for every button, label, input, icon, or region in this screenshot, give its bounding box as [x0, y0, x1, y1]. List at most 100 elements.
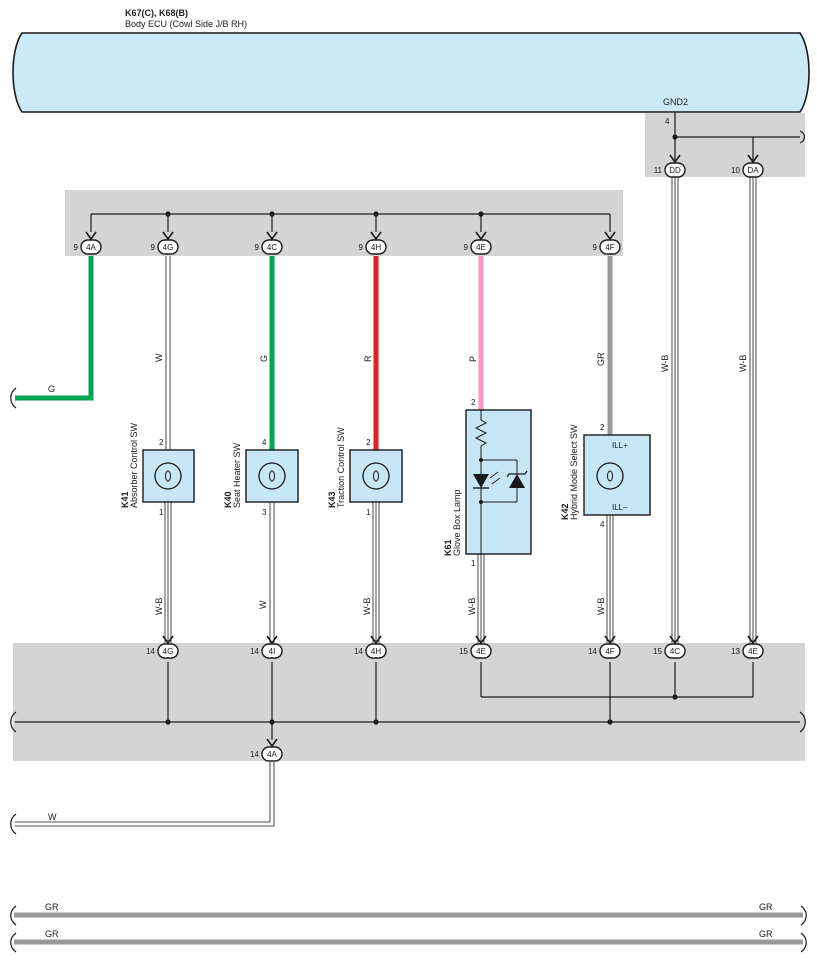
wire-wb-k41-bot: [164, 502, 172, 643]
gr-label-2-right: GR: [759, 929, 773, 939]
connector-code: 4F: [605, 243, 614, 252]
connector-bottom-4h-2[interactable]: 4H 14: [354, 635, 387, 659]
connector-arrow-icon: [266, 738, 278, 748]
connector-pin: 15: [653, 647, 662, 656]
connector-arrow-icon: [370, 231, 382, 241]
connector-pin: 9: [151, 243, 156, 252]
connector-arrow-icon: [747, 635, 759, 645]
k42-pin-top: 2: [600, 423, 605, 432]
connector-top-4h-3[interactable]: 4H9: [359, 231, 387, 255]
k42-lamp-icon: [596, 462, 624, 490]
connector-badge: [365, 643, 387, 659]
connector-arrow-icon: [747, 154, 759, 164]
bottom-bus-splice-dots: [165, 694, 678, 725]
k42-pin-bot: 4: [600, 520, 605, 529]
connector-pin: 14: [354, 647, 363, 656]
connector-pin: 9: [255, 243, 260, 252]
wire-label-p-k61: P: [468, 356, 478, 362]
connector-arrow-icon: [370, 635, 382, 645]
gnd-splice-dot: [672, 134, 678, 140]
wire-w-k40-bot: [269, 502, 275, 643]
wire-label-r-k43: R: [363, 355, 373, 362]
connector-bottom-4f-4[interactable]: 4F 14: [588, 635, 621, 659]
gr-label-1-right: GR: [759, 902, 773, 912]
connector-pin: 14: [588, 647, 597, 656]
wire-label-wb-k41: W-B: [154, 598, 164, 615]
wire-break-left-g: [10, 387, 17, 409]
wire-wb-dd: [671, 177, 679, 643]
gr-label-2-left: GR: [45, 929, 59, 939]
connector-top-4f-5[interactable]: 4F 9: [593, 231, 621, 255]
wire-label-wb-da: W-B: [738, 355, 748, 372]
k61-node-top: [479, 458, 483, 462]
wire-label-g-k40: G: [259, 355, 269, 362]
k43-name: Traction Control SW: [336, 427, 346, 508]
connector-top-4a-0[interactable]: 4A9: [74, 231, 102, 255]
connector-top-4e-4[interactable]: 4E9: [464, 231, 492, 255]
connector-code: 4H: [371, 647, 381, 656]
k42-ill-minus: ILL–: [612, 503, 628, 512]
connector-arrow-icon: [162, 231, 174, 241]
k40-lamp-icon: [258, 462, 286, 490]
wire-wb-da: [749, 177, 757, 643]
ecu-code: K67(C), K68(B): [125, 8, 188, 18]
body-ecu-box: [12, 32, 810, 113]
k43-traction-control-sw[interactable]: [349, 449, 403, 503]
k41-absorber-control-sw[interactable]: [142, 449, 195, 503]
connector-top-4g-1[interactable]: 4G 9: [151, 231, 179, 255]
wire-label-wb-dd: W-B: [660, 355, 670, 372]
connector-code: 4F: [605, 647, 614, 656]
connector-arrow-icon: [604, 231, 616, 241]
connector-code: 4H: [371, 243, 381, 252]
k61-pin-top: 2: [471, 398, 476, 407]
k40-code: K40: [223, 491, 233, 508]
connector-code: 4C: [267, 243, 277, 252]
top-bus-splice-dots: [165, 211, 484, 217]
connector-code: 4G: [163, 647, 174, 656]
connector-code: DA: [747, 166, 759, 175]
k42-filament-icon: [607, 470, 613, 482]
wire-label-w-k40: W: [258, 600, 268, 609]
connector-badge: [80, 239, 102, 255]
connector-pin: 9: [593, 243, 598, 252]
connector-badge: [470, 239, 492, 255]
k43-filament-icon: [373, 470, 379, 482]
k61-resistor-icon: [474, 410, 518, 554]
wire-label-wb-k43: W-B: [362, 598, 372, 615]
connector-arrow-icon: [85, 231, 97, 241]
k40-filament-icon: [269, 470, 275, 482]
k41-pin-top: 2: [159, 438, 164, 447]
k41-lamp-icon: [154, 462, 182, 490]
connector-code: 4G: [163, 243, 174, 252]
wire-label-w-k41: W: [154, 353, 164, 362]
k40-seat-heater-sw[interactable]: [245, 449, 299, 503]
wire-label-gr-k42: GR: [596, 352, 606, 366]
wire-label-w-bottom: W: [48, 812, 57, 822]
gr-label-1-left: GR: [45, 902, 59, 912]
wire-wb-k42-bot: [606, 515, 614, 643]
connector-arrow-icon: [669, 635, 681, 645]
connector-top-4c-2[interactable]: 4C 9: [255, 231, 283, 255]
k41-filament-icon: [165, 470, 171, 482]
wire-wb-k43-bot: [372, 502, 380, 643]
connector-pin: 14: [250, 750, 259, 759]
k42-hybrid-mode-select-sw[interactable]: [583, 434, 651, 516]
connector-badge: [157, 643, 179, 659]
connector-badge: [742, 162, 764, 178]
wire-w-4a-bottom: [10, 762, 275, 835]
connector-pin: 11: [654, 166, 663, 175]
k40-name: Seat Heater SW: [232, 442, 242, 508]
connector-arrow-icon: [162, 635, 174, 645]
connector-badge: [261, 239, 283, 255]
gr-bus-1: [10, 905, 807, 926]
